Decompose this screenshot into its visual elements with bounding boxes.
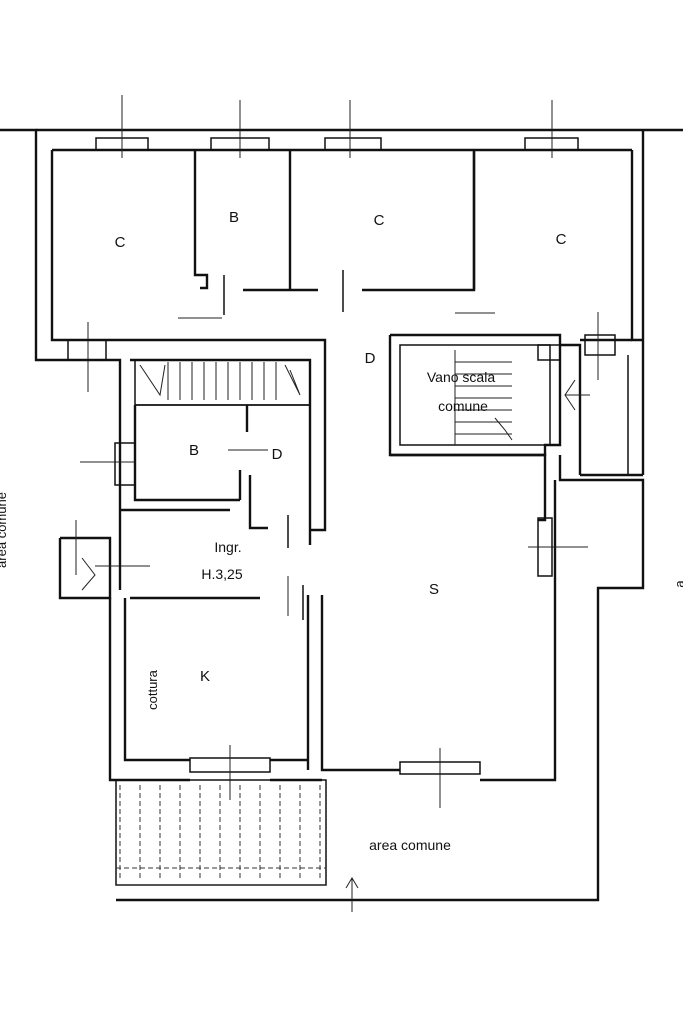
room-label-s: S xyxy=(429,581,439,598)
left-edge-label: area comune xyxy=(0,492,9,568)
room-label-c-right: C xyxy=(556,231,567,248)
entrance-porch xyxy=(58,520,150,600)
terrace-grid xyxy=(115,779,327,886)
central-walls xyxy=(80,338,327,550)
stair-hall-subtitle: comune xyxy=(438,398,488,414)
upper-partitions xyxy=(67,150,495,392)
room-label-b-top: B xyxy=(229,209,239,226)
kitchen-walls xyxy=(108,596,322,800)
room-label-b-mid: B xyxy=(189,442,199,459)
room-label-d-center: D xyxy=(365,350,376,367)
room-label-c-left: C xyxy=(115,234,126,251)
stair-hall xyxy=(388,312,643,477)
cooking-label: cottura xyxy=(145,669,160,710)
right-edge-label: a xyxy=(672,580,683,588)
room-label-d-mid: D xyxy=(272,446,283,463)
room-label-k: K xyxy=(200,668,210,685)
common-area-arrow xyxy=(345,877,359,912)
stair-treads-left xyxy=(139,362,301,400)
stair-hall-title: Vano scala xyxy=(427,369,495,385)
entry-height-label: H.3,25 xyxy=(201,566,242,582)
common-area-label: area comune xyxy=(369,837,451,853)
room-label-c-center: C xyxy=(374,212,385,229)
window-marks-top xyxy=(95,95,579,158)
living-walls xyxy=(116,453,645,902)
entry-label: Ingr. xyxy=(214,539,241,555)
stair-treads-right xyxy=(454,350,513,445)
